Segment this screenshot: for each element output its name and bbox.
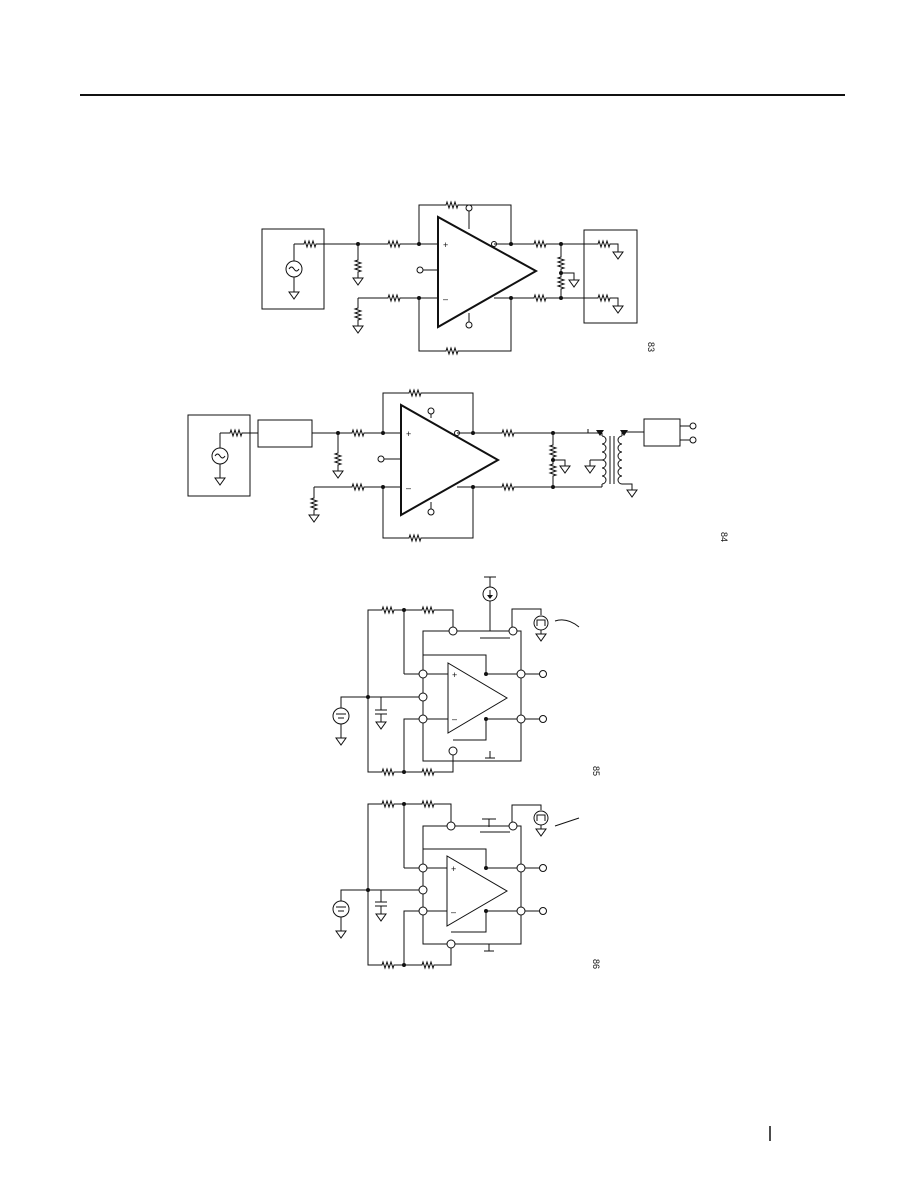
fig-4-pulse-source-icon — [533, 810, 549, 826]
fig-3-note: 85 — [591, 766, 601, 776]
fig-1-amplifier — [437, 215, 539, 329]
fig-3-pulse-source-icon — [533, 615, 549, 631]
fig-2-transformer — [584, 429, 644, 498]
fig-2-filter-box — [257, 419, 313, 448]
fig-4-amplifier — [446, 855, 508, 927]
fig-2-terminal-top — [689, 422, 697, 430]
fig-1-minus-label: – — [443, 294, 448, 304]
fig-4-dc-source-icon — [332, 900, 350, 918]
fig-1-note: 83 — [646, 342, 656, 352]
fig-2-source-box — [187, 414, 251, 497]
fig-2-circuit: + – — [187, 389, 729, 542]
fig-4-note: 86 — [591, 959, 601, 969]
fig-4-minus-label: – — [451, 907, 456, 917]
fig-2-plus-label: + — [406, 429, 411, 439]
fig-2-note: 84 — [719, 532, 729, 542]
fig-3-amplifier — [447, 662, 508, 734]
fig-3-minus-label: – — [452, 714, 457, 724]
fig-2-output-box — [643, 418, 681, 447]
fig-3-circuit: + – — [332, 576, 601, 776]
fig-2-amplifier — [400, 403, 501, 517]
fig-2-minus-label: – — [406, 483, 411, 493]
fig-3-plus-label: + — [452, 670, 457, 680]
fig-4-plus-label: + — [451, 864, 456, 874]
fig-1-source-box — [261, 228, 325, 310]
fig-4-circuit: + – — [332, 800, 601, 969]
fig-1-ground-icon — [288, 291, 300, 300]
fig-3-dc-source-icon — [332, 707, 350, 725]
fig-1-circuit: + – 83 — [261, 201, 656, 355]
fig-1-plus-label: + — [443, 240, 448, 250]
fig-2-terminal-bottom — [689, 436, 697, 444]
fig-1-load-box — [583, 229, 638, 324]
